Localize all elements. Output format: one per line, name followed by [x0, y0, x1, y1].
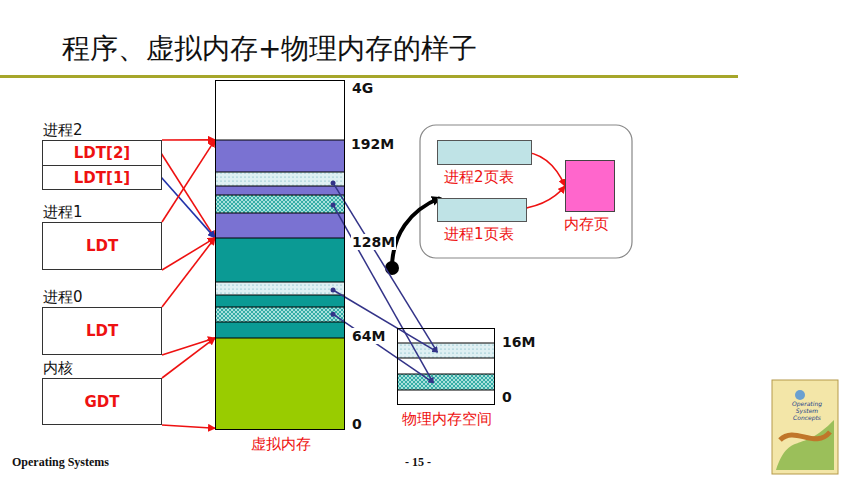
node-label: LDT	[86, 322, 118, 340]
address-label: 0	[352, 416, 362, 432]
node-heading: 进程2	[43, 121, 83, 140]
connector-line	[162, 140, 215, 222]
node-heading: 进程2页表	[444, 168, 514, 187]
node-heading: 进程1页表	[444, 225, 514, 244]
connector	[162, 140, 215, 222]
connector-dot	[331, 180, 336, 185]
page-table: 进程2页表	[437, 140, 532, 165]
connector	[161, 153, 215, 238]
process-box: 进程0LDT	[42, 307, 162, 355]
callout-dot	[385, 261, 399, 275]
connector-dot	[331, 288, 336, 293]
book-cover	[772, 380, 838, 474]
connector	[331, 180, 438, 351]
address-label: 64M	[351, 328, 386, 344]
page-number: - 15 -	[405, 455, 431, 470]
node-heading: 进程1	[43, 203, 83, 222]
footer-text: Operating Systems	[12, 455, 109, 470]
connector	[162, 425, 215, 428]
connector	[162, 238, 215, 307]
connector	[161, 177, 215, 238]
virtual-memory: 虚拟内存	[215, 80, 345, 430]
connector-line	[161, 153, 215, 238]
physical-memory-bands	[397, 343, 495, 390]
node-label: LDT	[86, 237, 118, 255]
node-label: GDT	[85, 393, 120, 411]
connector-line	[162, 338, 215, 355]
connector-line	[162, 139, 215, 141]
slide-title: 程序、虚拟内存+物理内存的样子	[62, 30, 477, 68]
address-label: 16M	[502, 334, 535, 350]
connector	[162, 139, 215, 140]
node-heading: 虚拟内存	[251, 435, 311, 454]
connector-line	[333, 205, 433, 383]
connector-line	[162, 338, 215, 378]
ldt-entry: LDT[2]	[43, 141, 161, 165]
kernel-box: 内核GDT	[42, 378, 162, 425]
node-heading: 物理内存空间	[402, 410, 492, 429]
address-label: 128M	[351, 234, 396, 250]
connector-line	[333, 290, 437, 352]
connector-line	[162, 238, 215, 270]
node-label: LDT[1]	[74, 169, 130, 187]
connector-dot	[331, 202, 336, 207]
node-heading: 内核	[43, 359, 73, 378]
connector	[162, 238, 215, 270]
title-rule	[0, 75, 738, 78]
address-label: 0	[502, 389, 512, 405]
connector-dot	[331, 312, 336, 317]
ldt-entry: LDT[1]	[43, 165, 161, 189]
node-heading: 内存页	[564, 215, 609, 234]
connector-line	[162, 238, 215, 307]
address-label: 192M	[351, 136, 394, 152]
connector-line	[333, 183, 437, 352]
connector	[162, 338, 215, 378]
node-heading: 进程0	[43, 288, 83, 307]
memory-page: 内存页	[565, 160, 615, 212]
physical-memory: 物理内存空间	[397, 328, 495, 405]
connector-line	[162, 425, 215, 428]
process-box: 进程1LDT	[42, 222, 162, 270]
callout-arrow	[392, 198, 440, 268]
connector	[331, 312, 434, 383]
page-table: 进程1页表	[437, 198, 527, 222]
connector	[331, 288, 438, 352]
callout-frame	[420, 125, 632, 258]
address-label: 4G	[352, 80, 373, 96]
process-box: 进程2LDT[2]LDT[1]	[42, 140, 162, 190]
connector	[331, 202, 434, 382]
virtual-memory-bands	[215, 80, 345, 430]
connector-line	[333, 314, 433, 383]
connector-line	[161, 177, 215, 238]
book-title: Operating System Concepts	[786, 400, 828, 421]
node-label: LDT[2]	[74, 144, 130, 162]
connector	[162, 338, 215, 355]
